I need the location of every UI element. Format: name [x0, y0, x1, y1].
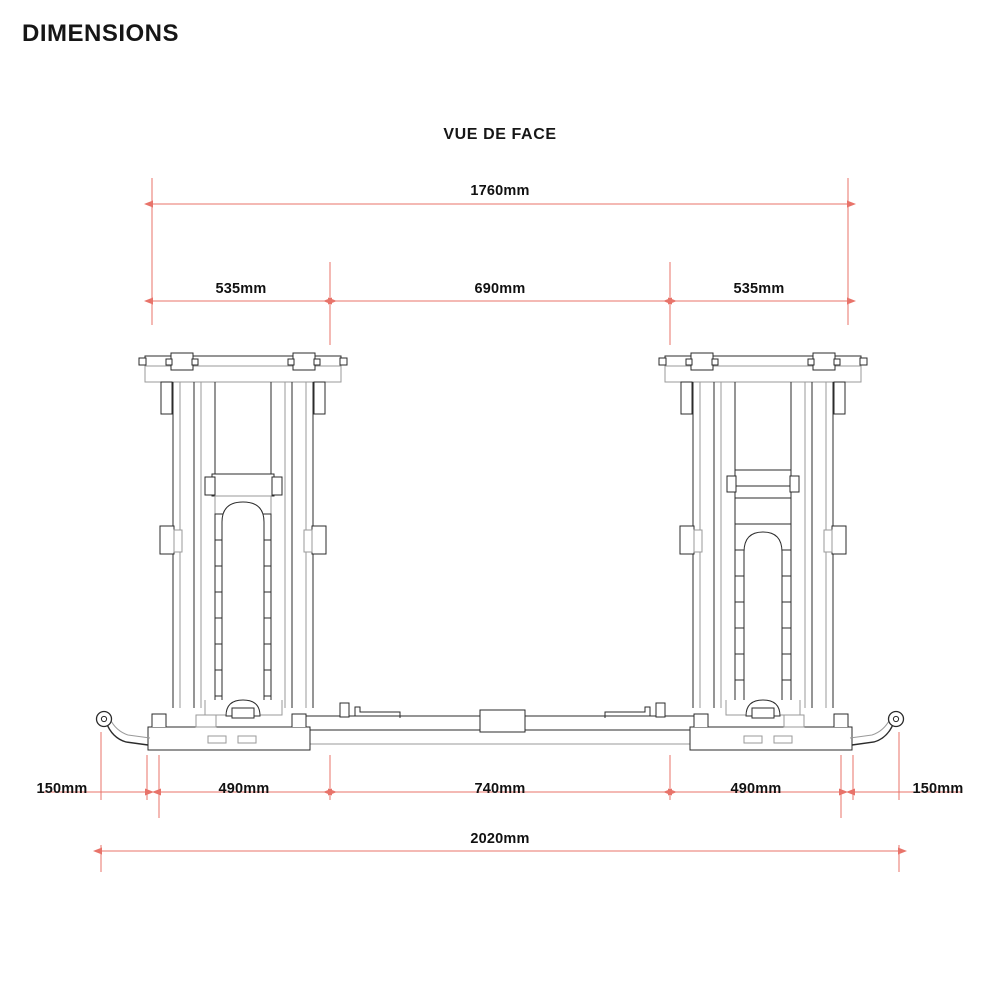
center-bracket [479, 709, 526, 733]
right-transport-wheel [849, 710, 905, 746]
base-frame [95, 702, 905, 751]
right-carriage [726, 469, 800, 499]
left-guide-post [221, 501, 265, 713]
dimension-label-bottom-right-foot: 150mm [912, 781, 964, 797]
view-title: VUE DE FACE [443, 126, 557, 143]
left-base-pad [147, 713, 311, 751]
dimension-lines [38, 178, 962, 872]
dimension-label-bottom-right-base: 490mm [730, 781, 782, 797]
dimension-label-total-bottom: 2020mm [470, 831, 530, 847]
dimension-label-bottom-center: 740mm [474, 781, 526, 797]
left-tower-assembly [138, 352, 348, 719]
right-tower-assembly [658, 352, 868, 719]
dimension-label-total-top: 1760mm [470, 183, 530, 199]
dimension-label-top-right: 535mm [733, 281, 785, 297]
dimension-label-top-center: 690mm [474, 281, 526, 297]
dimension-label-bottom-left-base: 490mm [218, 781, 270, 797]
page-title: DIMENSIONS [22, 20, 180, 47]
left-transport-wheel [95, 710, 151, 746]
dimension-label-top-left: 535mm [215, 281, 267, 297]
dimension-label-bottom-left-foot: 150mm [36, 781, 88, 797]
right-guide-post [743, 531, 783, 713]
right-base-pad [689, 713, 853, 751]
